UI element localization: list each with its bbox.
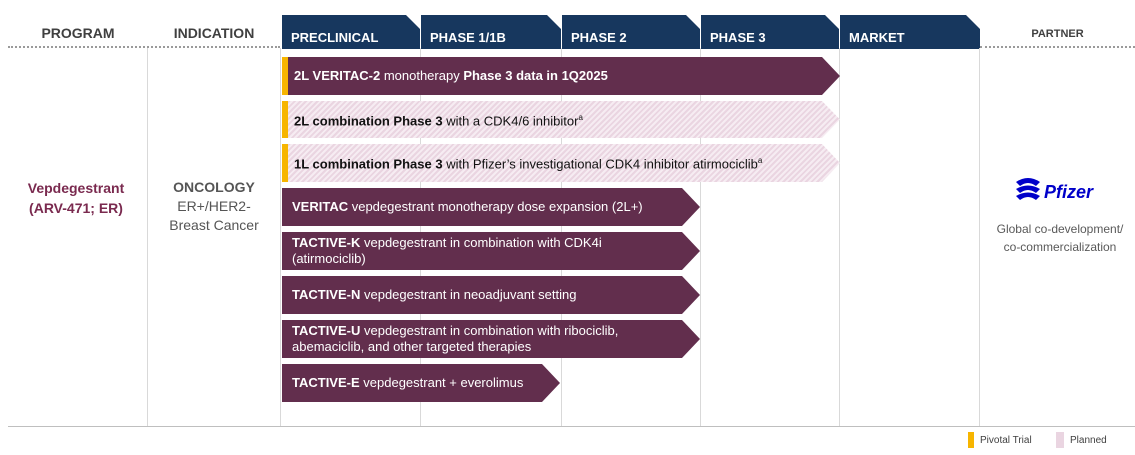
legend-pivotal-label: Pivotal Trial (980, 434, 1032, 446)
partner-description: Global co-development/ co-commercializat… (985, 220, 1135, 256)
legend-planned-label: Planned (1070, 434, 1107, 446)
trial-text: vepdegestrant monotherapy dose expansion… (348, 199, 643, 214)
trial-bold: VERITAC (292, 199, 349, 214)
program-name-line1: Vepdegestrant (27, 180, 125, 196)
program-name: Vepdegestrant (ARV-471; ER) (8, 178, 144, 218)
trial-bar-tactive-e: TACTIVE-E vepdegestrant + everolimus (282, 364, 560, 402)
partner-column-header: PARTNER (1031, 28, 1084, 40)
trial-bar-veritac-2: 2L VERITAC-2 monotherapy Phase 3 data in… (282, 57, 840, 95)
indication-title: ONCOLOGY (173, 179, 255, 195)
trial-bold: 2L combination Phase 3 (294, 113, 443, 129)
legend-planned: Planned (1056, 432, 1107, 448)
phase-header-phase-1-1b: PHASE 1/1B (421, 15, 561, 49)
footnote-marker: a (578, 112, 583, 122)
footer-divider (8, 426, 1135, 427)
trial-bold: TACTIVE-U (292, 323, 361, 338)
planned-swatch (1056, 432, 1064, 448)
phase-header-market: MARKET (840, 15, 980, 49)
grid-line (147, 48, 148, 426)
footnote-marker: a (757, 156, 763, 166)
indication-line1: ER+/HER2- (177, 198, 251, 214)
grid-line (979, 48, 980, 426)
trial-bar-veritac: VERITAC vepdegestrant monotherapy dose e… (282, 188, 700, 226)
pfizer-logo-text: Pfizer (1044, 182, 1094, 202)
legend-pivotal: Pivotal Trial (968, 432, 1032, 448)
pivotal-swatch (968, 432, 974, 448)
indication-block: ONCOLOGY ER+/HER2- Breast Cancer (150, 178, 278, 235)
trial-bold: 1L combination Phase 3 (294, 156, 443, 172)
indication-column-header: INDICATION (173, 25, 255, 41)
header-divider (8, 46, 280, 48)
program-name-line2: (ARV-471; ER) (29, 200, 123, 216)
trial-bar-tactive-u: TACTIVE-U vepdegestrant in combination w… (282, 320, 700, 358)
trial-text: vepdegestrant in neoadjuvant setting (360, 287, 577, 302)
trial-text: with Pfizer’s investigational CDK4 inhib… (442, 156, 758, 172)
pfizer-logo: Pfizer (1012, 174, 1102, 210)
trial-text: vepdegestrant + everolimus (359, 375, 524, 390)
header-divider-right (980, 46, 1135, 48)
trial-bold: 2L VERITAC-2 (294, 68, 381, 83)
trial-bar-tactive-n: TACTIVE-N vepdegestrant in neoadjuvant s… (282, 276, 700, 314)
trial-bold-2: Phase 3 data in 1Q2025 (463, 68, 608, 83)
phase-header-phase-2: PHASE 2 (562, 15, 700, 49)
partner-line2: co-commercialization (1003, 240, 1117, 254)
trial-bold: TACTIVE-N (292, 287, 361, 302)
trial-text: monotherapy (380, 68, 464, 83)
trial-bold: TACTIVE-K (292, 235, 361, 250)
phase-header-preclinical: PRECLINICAL (282, 15, 420, 49)
grid-line (280, 48, 281, 426)
partner-line1: Global co-development/ (996, 222, 1124, 236)
program-column-header: PROGRAM (41, 25, 115, 41)
trial-text: vepdegestrant in combination with CDK4i … (292, 235, 602, 266)
pfizer-logo-icon: Pfizer (1016, 178, 1094, 202)
trial-bar-1l-combination: 1L combination Phase 3 with Pfizer’s inv… (282, 144, 840, 182)
trial-text: vepdegestrant in combination with riboci… (292, 323, 619, 354)
trial-text: with a CDK4/6 inhibitor (442, 113, 579, 129)
grid-line (839, 48, 840, 426)
trial-bar-tactive-k: TACTIVE-K vepdegestrant in combination w… (282, 232, 700, 270)
trial-bar-2l-combination: 2L combination Phase 3 with a CDK4/6 inh… (282, 101, 840, 138)
trial-bold: TACTIVE-E (292, 375, 360, 390)
indication-line2: Breast Cancer (169, 217, 259, 233)
grid-line (700, 48, 701, 426)
phase-header-phase-3: PHASE 3 (701, 15, 839, 49)
